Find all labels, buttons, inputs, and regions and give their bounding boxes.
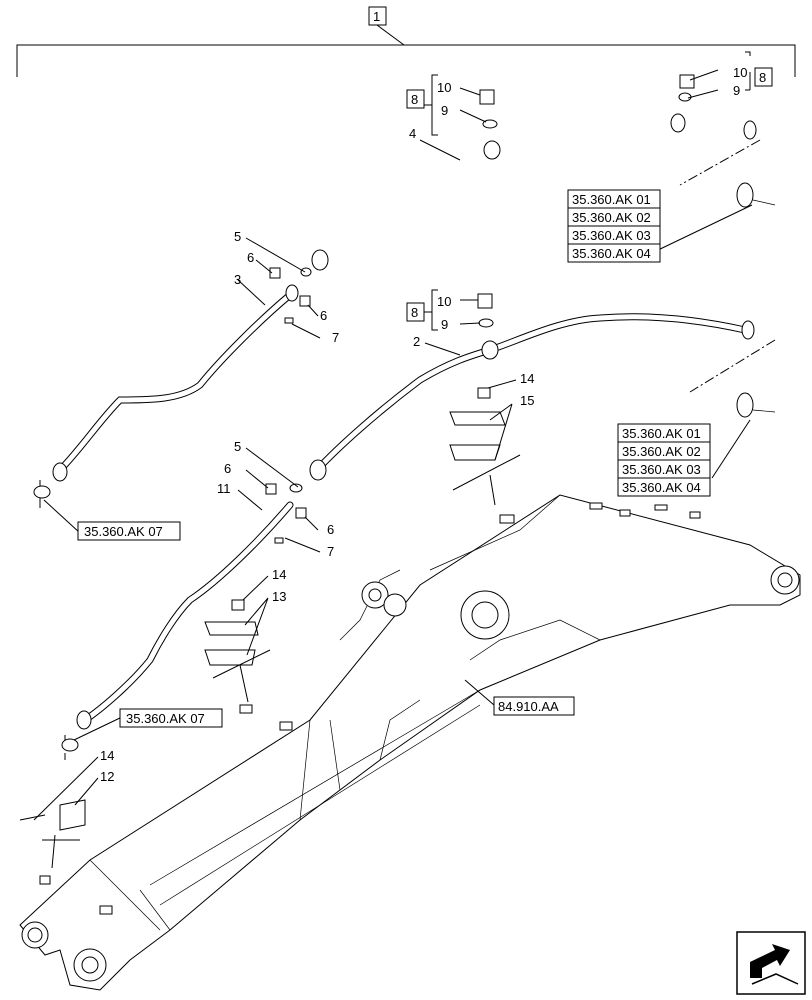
leader-lines: [33, 51, 753, 821]
ref-link[interactable]: 35.360.AK 01: [572, 192, 651, 207]
callout-6: 6: [224, 461, 231, 476]
clamp-12: [19, 799, 86, 831]
callout-9: 9: [441, 317, 448, 332]
pipe-3: [52, 267, 311, 482]
kit-ref-middle[interactable]: 8: [411, 305, 418, 320]
ref-link[interactable]: 35.360.AK 02: [622, 444, 701, 459]
clamp-13: [204, 599, 259, 666]
callout-14: 14: [520, 371, 534, 386]
ref-link[interactable]: 35.360.AK 04: [572, 246, 651, 261]
callout-6: 6: [320, 308, 327, 323]
ref-link[interactable]: 35.360.AK 03: [572, 228, 651, 243]
callout-10: 10: [437, 294, 451, 309]
ref-link-ak07-top[interactable]: 35.360.AK 07: [84, 524, 163, 539]
callout-3: 3: [234, 272, 241, 287]
assembly-bracket: 1: [16, 6, 796, 77]
callout-5: 5: [234, 229, 241, 244]
ref-link-boom[interactable]: 84.910.AA: [498, 699, 559, 714]
pipe-4: [311, 113, 758, 271]
boom-arm: [19, 494, 801, 991]
callout-9: 9: [733, 83, 740, 98]
callout-9: 9: [441, 103, 448, 118]
o-ring-upper: [300, 267, 312, 277]
callout-4: 4: [409, 126, 416, 141]
ref-link[interactable]: 35.360.AK 02: [572, 210, 651, 225]
next-page-arrow-icon[interactable]: [736, 931, 806, 995]
pipe-11: [76, 483, 307, 730]
callout-2: 2: [413, 334, 420, 349]
fitting-lower: [736, 392, 754, 418]
pipe-2: [309, 293, 755, 481]
callout-7: 7: [327, 544, 334, 559]
callouts: 10 9 10 9 4 5 6 3 6 7 10 9 2 14 15 5 6 1…: [100, 65, 747, 784]
ref-group-upper: 35.360.AK 01 35.360.AK 02 35.360.AK 03 3…: [567, 189, 661, 263]
ref-link-ak07-bottom[interactable]: 35.360.AK 07: [126, 711, 205, 726]
callout-11: 11: [217, 481, 231, 496]
ref-link[interactable]: 35.360.AK 03: [622, 462, 701, 477]
callout-10: 10: [733, 65, 747, 80]
callout-7: 7: [332, 330, 339, 345]
ref-link[interactable]: 35.360.AK 04: [622, 480, 701, 495]
callout-12: 12: [100, 769, 114, 784]
callout-10: 10: [437, 80, 451, 95]
ref-group-lower: 35.360.AK 01 35.360.AK 02 35.360.AK 03 3…: [617, 423, 711, 497]
kit-ref-upper-left[interactable]: 8: [411, 92, 418, 107]
plug-upper-left: [479, 89, 498, 129]
callout-5: 5: [234, 439, 241, 454]
ref-link[interactable]: 35.360.AK 01: [622, 426, 701, 441]
callout-6: 6: [327, 522, 334, 537]
callout-15: 15: [520, 393, 534, 408]
callout-13: 13: [272, 589, 286, 604]
clamp-15: [449, 387, 506, 461]
callout-14: 14: [100, 748, 114, 763]
fitting-upper: [736, 182, 754, 208]
assembly-number: 1: [373, 9, 380, 24]
callout-6: 6: [247, 250, 254, 265]
callout-14: 14: [272, 567, 286, 582]
kit-ref-upper-right[interactable]: 8: [759, 70, 766, 85]
